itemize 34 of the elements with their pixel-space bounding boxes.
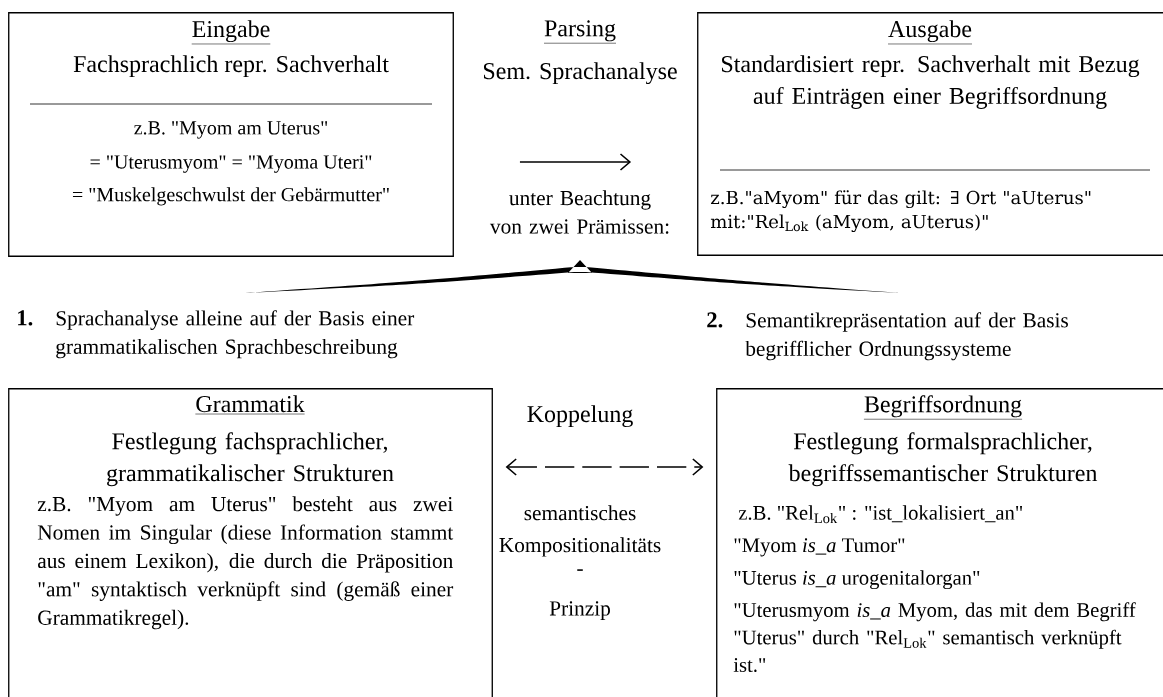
premise-text: Sprachanalyse alleine auf der Basis einer grammatikalischen Sprachbeschreibung <box>56 310 415 359</box>
example-text: z.B."aMyom" für das gilt: ∃ Ort "aUterus" mit:"Rel$_{Lok}$ (aMyom, aUterus)" <box>710 190 1091 233</box>
arrow <box>505 458 704 476</box>
arrow <box>519 153 632 171</box>
input-box <box>8 12 454 257</box>
example-text: z.B. "Myom am Uterus" <box>134 121 328 139</box>
example-text: = "Uterusmyom" = "Myoma Uteri" <box>90 155 372 173</box>
heading: Parsing <box>543 20 617 44</box>
principle-text: Prinzip <box>549 601 610 620</box>
heading: Eingabe <box>191 20 271 45</box>
example-text: "Uterus is_a urogenitalorgan" <box>734 570 980 590</box>
heading: Ausgabe <box>887 20 973 45</box>
principle-text: - <box>577 569 583 571</box>
list-number: 1. <box>18 310 33 326</box>
heading: Begriffsordnung <box>863 395 1023 420</box>
process-label: Sem. Sprachanalyse <box>484 62 677 85</box>
body-text: z.B. "Myom am Uterus" besteht aus zwei Nomen im Singular (diese Information stammt aus einem Lexikon), die durch die Präposition "am" syntaktisch verknüpft sind (gemäß einer Grammatikregel). <box>37 496 454 630</box>
example-text: "Myom is_a Tumor" <box>734 538 905 557</box>
subtitle: Festlegung fachsprachlicher, grammatikalischer Strukturen <box>107 432 394 487</box>
example-text: = "Muskelgeschwulst der Gebärmutter" <box>72 187 389 206</box>
subtitle: Fachsprachlich repr. Sachverhalt <box>73 55 389 78</box>
coupling-label: Koppelung <box>527 405 633 428</box>
grammar-box <box>8 388 493 697</box>
premise-note: unter Beachtung von zwei Prämissen: <box>489 190 669 234</box>
premise-text: Semantikrepräsentation auf der Basis begrifflicher Ordnungssysteme <box>745 312 1068 361</box>
example-text: "Uterusmyom is_a Myom, das mit dem Begriff "Uterus" durch "Rel$_{Lok}$" semantisch verknüpft ist." <box>733 602 1136 673</box>
subtitle: Standardisiert repr. Sachverhalt mit Bezug auf Einträgen einer Begriffsordnung <box>722 55 1140 109</box>
list-number: 2. <box>707 312 723 328</box>
subtitle: Festlegung formalsprachlicher, begriffssemantischer Strukturen <box>788 432 1098 487</box>
example-text: z.B. "Rel$_{Lok}$" : "ist_lokalisiert_an" <box>738 505 1022 524</box>
principle-text: semantisches <box>524 505 636 521</box>
output-box <box>697 12 1163 256</box>
heading: Grammatik <box>195 395 305 415</box>
principle-text: Kompositionalitäts <box>499 537 661 557</box>
